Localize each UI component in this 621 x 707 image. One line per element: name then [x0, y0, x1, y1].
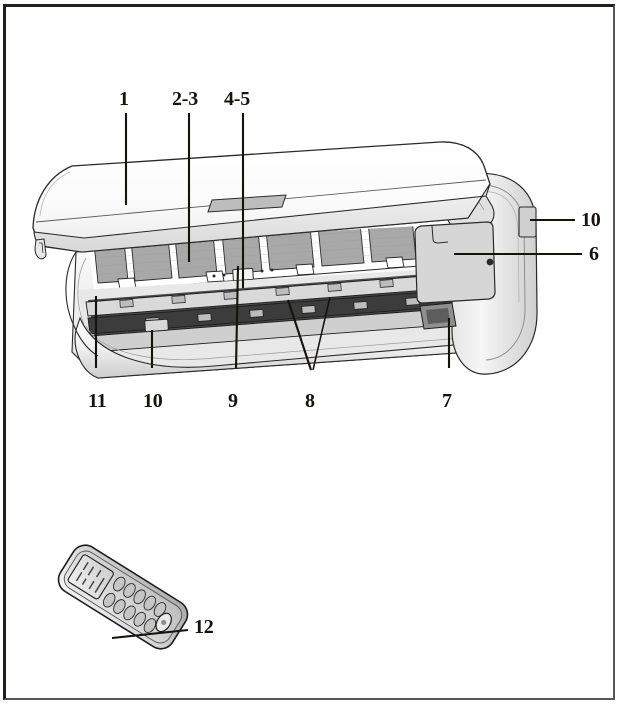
- control-box-cover: [414, 221, 496, 304]
- callout-8: 8: [305, 390, 315, 412]
- callout-7: 7: [442, 390, 452, 412]
- callout-10-lower: 10: [143, 390, 163, 412]
- panel-vent-slot: [207, 194, 287, 213]
- callout-4-5: 4-5: [224, 88, 251, 110]
- panel-latch-hook: [34, 238, 47, 260]
- left-body-sweep: [65, 251, 99, 357]
- callout-11: 11: [88, 390, 107, 412]
- leader-12: [111, 628, 189, 640]
- air-outlet-louvers: [78, 268, 470, 372]
- remote-control: [57, 544, 189, 650]
- callout-10-upper: 10: [581, 209, 601, 231]
- lower-bezel: [74, 316, 471, 379]
- leader-8a: [287, 299, 312, 371]
- outlet-bracket: [419, 302, 457, 330]
- callout-6: 6: [589, 243, 599, 265]
- bezel-tab: [144, 318, 169, 333]
- leader-9: [234, 265, 240, 369]
- filter-tabs: [117, 256, 405, 290]
- callout-12: 12: [194, 616, 214, 638]
- callout-1: 1: [119, 88, 129, 110]
- callout-2-3: 2-3: [172, 88, 199, 110]
- callout-leader-lines: [94, 113, 582, 640]
- callout-9: 9: [228, 390, 238, 412]
- front-cover-panel: [32, 141, 491, 260]
- leader-8b: [312, 296, 331, 371]
- indoor-unit: [32, 141, 538, 379]
- air-filters: [88, 226, 430, 305]
